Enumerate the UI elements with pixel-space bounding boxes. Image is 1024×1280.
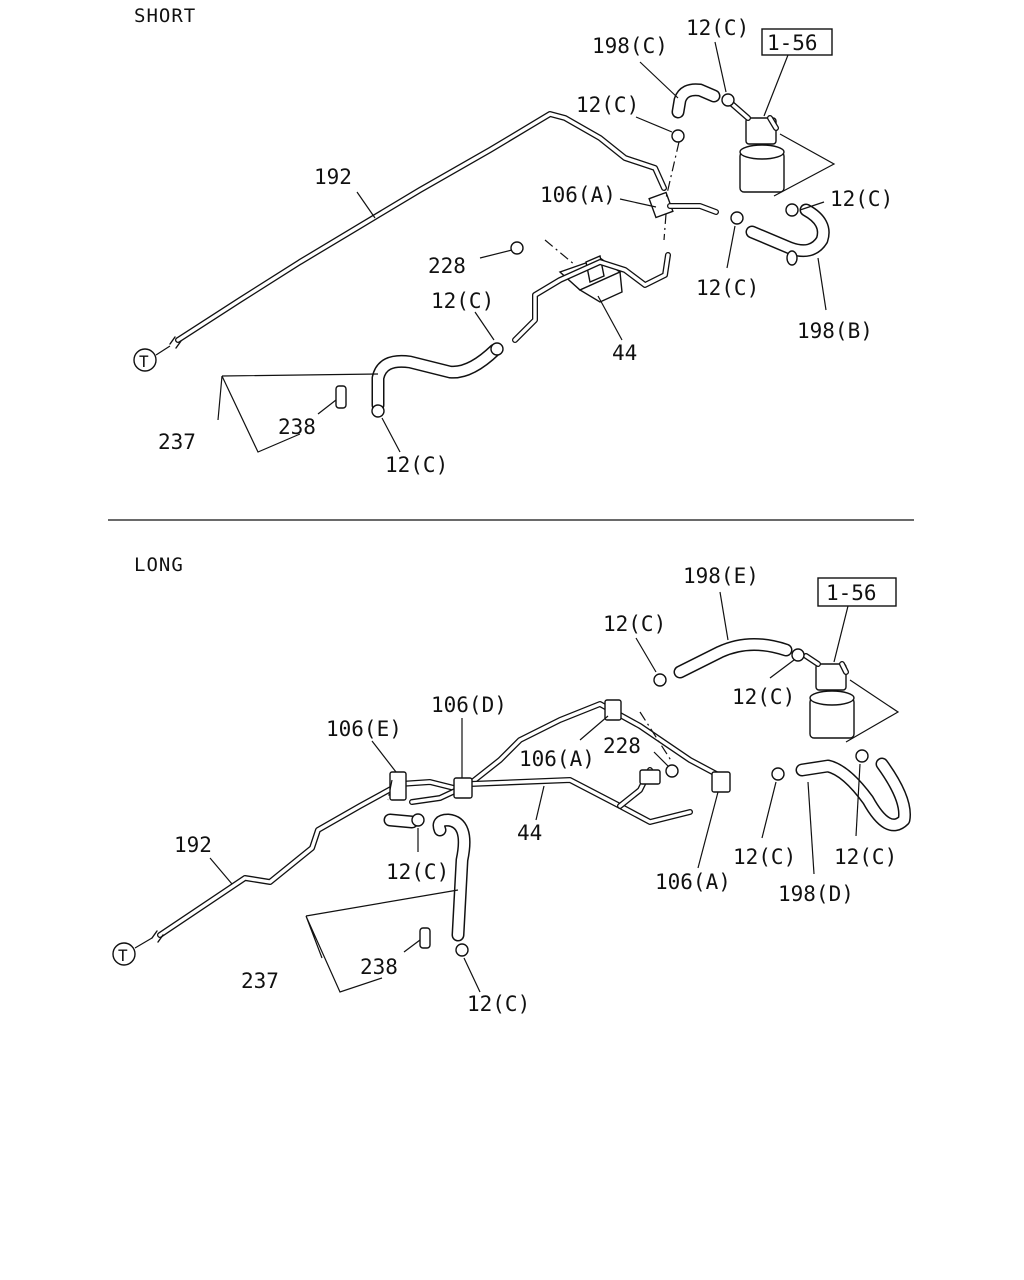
short-terminal-letter: T <box>139 352 149 371</box>
long-hose-198e <box>673 637 793 679</box>
long-fuel-filter <box>803 653 855 739</box>
short-hose-237 <box>371 343 502 412</box>
short-fuel-filter <box>729 101 785 193</box>
short-clamp-icons <box>335 93 799 418</box>
short-ref-box <box>761 28 833 56</box>
short-ref-box-text: 1-56 <box>767 31 818 55</box>
long-terminal-symbol: T <box>112 937 153 966</box>
long-label-12c-center: 12(C) <box>733 845 796 869</box>
long-dashed-connectors <box>387 711 673 801</box>
short-clip-106a <box>648 191 719 219</box>
long-leader-lines <box>209 591 861 993</box>
short-label-237: 237 <box>158 430 196 454</box>
long-label-106d: 106(D) <box>431 693 507 717</box>
long-filter-bracket-line <box>845 679 900 743</box>
long-ref-box-text: 1-56 <box>826 581 877 605</box>
long-label-192: 192 <box>174 833 212 857</box>
short-dashed-connectors <box>544 141 680 266</box>
short-label-12c-right: 12(C) <box>830 187 893 211</box>
long-hose-198d <box>795 757 912 832</box>
long-label-12c-right-upper: 12(C) <box>732 685 795 709</box>
long-label-237: 237 <box>241 969 279 993</box>
long-clips <box>389 699 731 801</box>
short-filter-bracket-line <box>773 133 836 197</box>
long-label-106e: 106(E) <box>326 717 402 741</box>
long-label-238: 238 <box>360 955 398 979</box>
long-ref-box <box>817 577 897 607</box>
long-label-198d: 198(D) <box>778 882 854 906</box>
short-hose-198c <box>671 83 721 119</box>
short-label-12c-center: 12(C) <box>696 276 759 300</box>
short-label-12c-mid: 12(C) <box>576 93 639 117</box>
long-section: LONG T <box>112 554 912 1016</box>
short-label-238: 238 <box>278 415 316 439</box>
short-terminal-symbol: T <box>133 345 171 372</box>
long-label-106a-lower: 106(A) <box>655 870 731 894</box>
long-label-12c-right: 12(C) <box>834 845 897 869</box>
long-label-44: 44 <box>517 821 542 845</box>
long-label-106a-upper: 106(A) <box>519 747 595 771</box>
short-hose-198b <box>745 203 830 266</box>
short-fuel-pipe-192 <box>169 111 667 349</box>
short-label-12c-left: 12(C) <box>431 289 494 313</box>
long-hose-237 <box>383 813 471 942</box>
short-leader-lines <box>217 41 827 453</box>
short-label-44: 44 <box>612 341 637 365</box>
long-label-12c-top: 12(C) <box>603 612 666 636</box>
long-section-title: LONG <box>134 554 184 576</box>
short-label-12c-bottom: 12(C) <box>385 453 448 477</box>
long-clamp-icons <box>411 648 869 957</box>
short-return-pipe <box>512 252 671 343</box>
long-label-12c-bottom: 12(C) <box>467 992 530 1016</box>
short-label-12c-top: 12(C) <box>686 16 749 40</box>
short-ref-leader <box>763 54 789 117</box>
short-section: SHORT T <box>133 5 893 477</box>
long-terminal-letter: T <box>118 946 128 965</box>
short-label-198c: 198(C) <box>592 34 668 58</box>
long-label-228: 228 <box>603 734 641 758</box>
short-label-198b: 198(B) <box>797 319 873 343</box>
short-label-192: 192 <box>314 165 352 189</box>
long-label-198e: 198(E) <box>683 564 759 588</box>
short-label-228: 228 <box>428 254 466 278</box>
long-ref-leader <box>833 605 849 663</box>
short-label-106a: 106(A) <box>540 183 616 207</box>
short-section-title: SHORT <box>134 5 196 27</box>
long-label-12c-left: 12(C) <box>386 860 449 884</box>
